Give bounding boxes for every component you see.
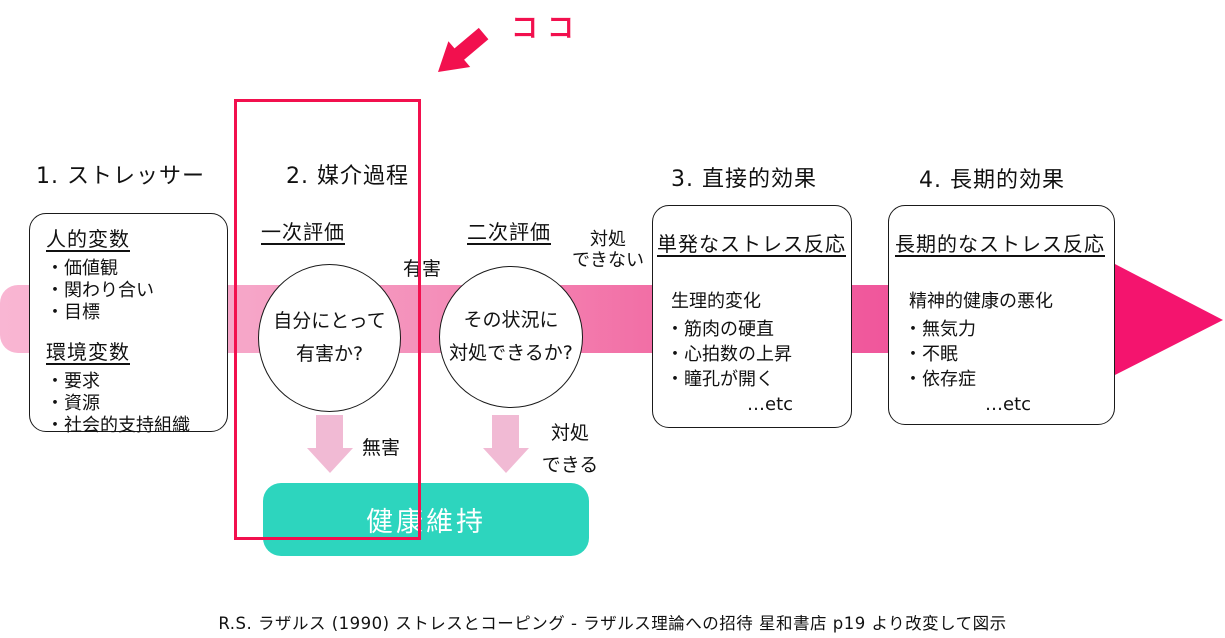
environment-variables-title: 環境変数 — [46, 340, 130, 364]
etc-label: …etc — [747, 394, 794, 415]
secondary-circle-text: その状況に — [463, 309, 559, 331]
can-cope-label: 対処 できる — [538, 417, 602, 481]
primary-appraisal-circle: 自分にとって 有害か? — [258, 264, 401, 412]
direct-effect-title: 単発なストレス反応 — [657, 232, 846, 256]
list-item: ・資源 — [46, 393, 100, 414]
longterm-effect-title: 長期的なストレス反応 — [895, 232, 1105, 256]
stage4-heading: 4. 長期的効果 — [919, 168, 1065, 193]
list-item: ・要求 — [46, 371, 100, 392]
etc-label: …etc — [985, 394, 1032, 415]
longterm-effect-box: 長期的なストレス反応 精神的健康の悪化 ・無気力 ・不眠 ・依存症 …etc — [888, 205, 1115, 425]
list-item: ・筋肉の硬直 — [666, 319, 774, 340]
flow-arrowhead-icon — [1113, 263, 1223, 376]
can-cope-down-arrow-icon — [483, 415, 529, 473]
list-item: ・心拍数の上昇 — [666, 344, 792, 365]
personal-variables-title: 人的変数 — [46, 227, 130, 251]
harmless-label: 無害 — [362, 437, 401, 459]
stage1-heading: 1. ストレッサー — [36, 164, 205, 189]
cannot-cope-line: 対処 — [590, 229, 626, 250]
primary-circle-text: 有害か? — [295, 343, 364, 365]
cannot-cope-label: 対処 できない — [571, 229, 645, 271]
list-item: ・関わり合い — [46, 280, 154, 301]
list-item: ・瞳孔が開く — [666, 369, 774, 390]
koko-annotation-label: ココ — [511, 13, 583, 44]
primary-appraisal-label: 一次評価 — [261, 220, 345, 244]
stressor-box: 人的変数 ・価値観 ・関わり合い ・目標 環境変数 ・要求 ・資源 ・社会的支持… — [29, 213, 228, 436]
stage3-heading: 3. 直接的効果 — [671, 167, 817, 192]
list-item: ・不眠 — [904, 344, 958, 365]
list-item: ・価値観 — [46, 258, 118, 279]
direct-effect-box: 単発なストレス反応 生理的変化 ・筋肉の硬直 ・心拍数の上昇 ・瞳孔が開く …e… — [652, 205, 852, 428]
list-item: ・無気力 — [904, 319, 976, 340]
highlight-rectangle — [234, 99, 421, 540]
longterm-effect-subtitle: 精神的健康の悪化 — [909, 291, 1053, 312]
direct-effect-subtitle: 生理的変化 — [671, 291, 761, 312]
harmless-down-arrow-icon — [307, 415, 353, 473]
can-cope-line: できる — [541, 454, 599, 476]
health-maintenance-label: 健康維持 — [366, 507, 486, 538]
secondary-appraisal-label: 二次評価 — [467, 220, 551, 244]
stage2-heading: 2. 媒介過程 — [286, 164, 409, 189]
list-item: ・社会的支持組織 — [46, 415, 190, 436]
can-cope-line: 対処 — [550, 422, 589, 444]
list-item: ・依存症 — [904, 369, 976, 390]
cannot-cope-line: できない — [572, 250, 644, 271]
koko-annotation-arrow-icon — [438, 27, 489, 72]
source-caption: R.S. ラザルス (1990) ストレスとコーピング - ラザルス理論への招待… — [218, 614, 1007, 633]
secondary-circle-text: 対処できるか? — [449, 342, 573, 364]
secondary-appraisal-circle: その状況に 対処できるか? — [439, 266, 583, 408]
list-item: ・目標 — [46, 302, 100, 323]
health-maintenance-box: 健康維持 — [263, 483, 589, 556]
harmful-label: 有害 — [403, 258, 442, 280]
primary-circle-text: 自分にとって — [273, 310, 386, 332]
